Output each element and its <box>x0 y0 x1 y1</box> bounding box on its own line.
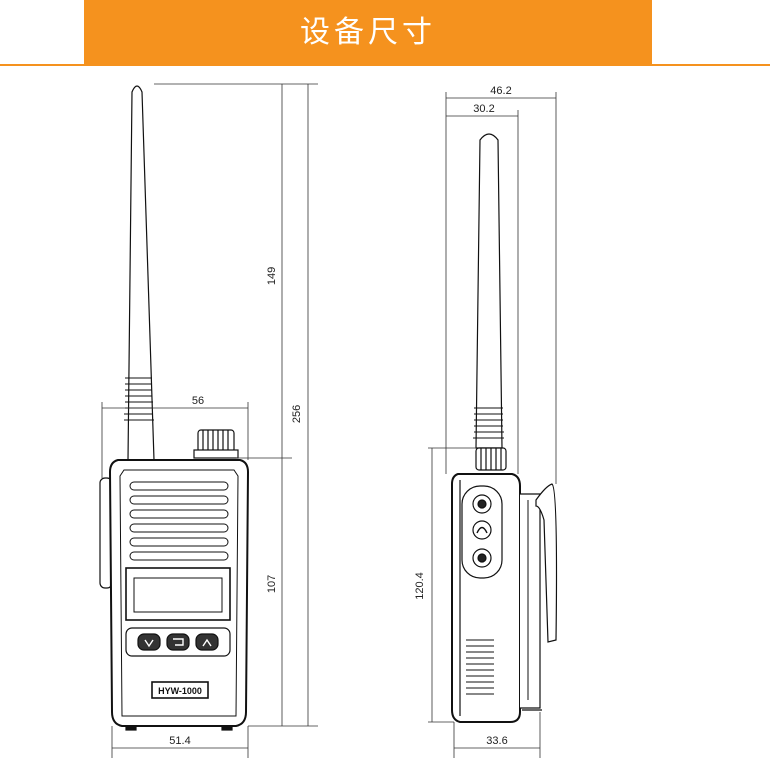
dim-depth-label: 33.6 <box>486 735 507 747</box>
front-button-row <box>125 627 231 657</box>
front-button-up <box>195 633 219 651</box>
dim-antenna-height-label: 149 <box>266 267 278 285</box>
side-view <box>451 133 558 723</box>
dim-top-width-label: 56 <box>192 395 204 407</box>
header-banner <box>84 0 652 66</box>
dim-bottom-width-label: 51.4 <box>169 735 190 747</box>
side-grille <box>466 639 494 695</box>
front-antenna <box>127 85 155 461</box>
front-button-menu <box>166 633 190 651</box>
front-model-label: HYW-1000 <box>158 686 202 696</box>
dim-side-body-height-label: 120.4 <box>414 572 426 600</box>
side-jack-panel <box>461 485 503 579</box>
front-body-inner <box>119 469 239 717</box>
dim-clip-width-label: 46.2 <box>490 85 511 97</box>
front-model-plate <box>151 681 209 699</box>
dim-total-height-label: 256 <box>291 405 303 423</box>
side-belt-clip <box>520 483 558 711</box>
page-header: 设备尺寸 <box>0 0 770 66</box>
front-dimensions <box>101 83 318 758</box>
front-display <box>125 567 231 621</box>
side-dimensions <box>428 92 557 758</box>
front-volume-knob <box>193 429 239 459</box>
front-display-screen <box>133 577 223 613</box>
side-antenna <box>475 133 503 449</box>
header-rule <box>0 64 770 66</box>
front-button-down <box>137 633 161 651</box>
dim-front-body-height-label: 107 <box>266 575 278 593</box>
front-speaker-grille <box>129 481 229 561</box>
side-antenna-ribs <box>473 407 504 439</box>
dim-antenna-width-label: 30.2 <box>473 103 494 115</box>
side-volume-knob <box>475 447 507 471</box>
page-title: 设备尺寸 <box>300 15 436 50</box>
front-view: HYW-1000 <box>99 85 250 731</box>
